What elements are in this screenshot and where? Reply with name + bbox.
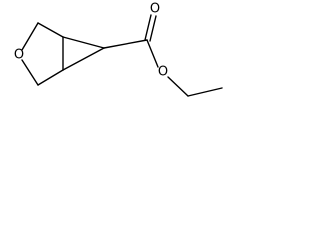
- bond-o-c4: [21, 59, 39, 86]
- bond-o-ester-ch2: [167, 76, 189, 97]
- bond-c1-o: [21, 22, 39, 51]
- bond-c1-c2: [37, 22, 64, 38]
- bond-c-carbonyl-o-ester: [146, 39, 159, 68]
- carbonyl-oxygen-label: O: [150, 2, 160, 17]
- bond-c4-c3: [37, 69, 64, 86]
- skeletal-formula: O O O: [14, 2, 223, 97]
- ester-oxygen-label: O: [158, 65, 168, 80]
- bond-ch2-ch3: [187, 87, 223, 97]
- ring-oxygen-label: O: [14, 48, 24, 63]
- bond-carbonyl-double-2: [149, 15, 157, 42]
- bond-c6-c-carbonyl: [103, 39, 148, 49]
- bond-carbonyl-double-1: [144, 14, 152, 41]
- structure-canvas: O O O: [0, 0, 228, 116]
- bond-c2-c6: [62, 36, 105, 49]
- bond-c3-c6: [62, 47, 105, 71]
